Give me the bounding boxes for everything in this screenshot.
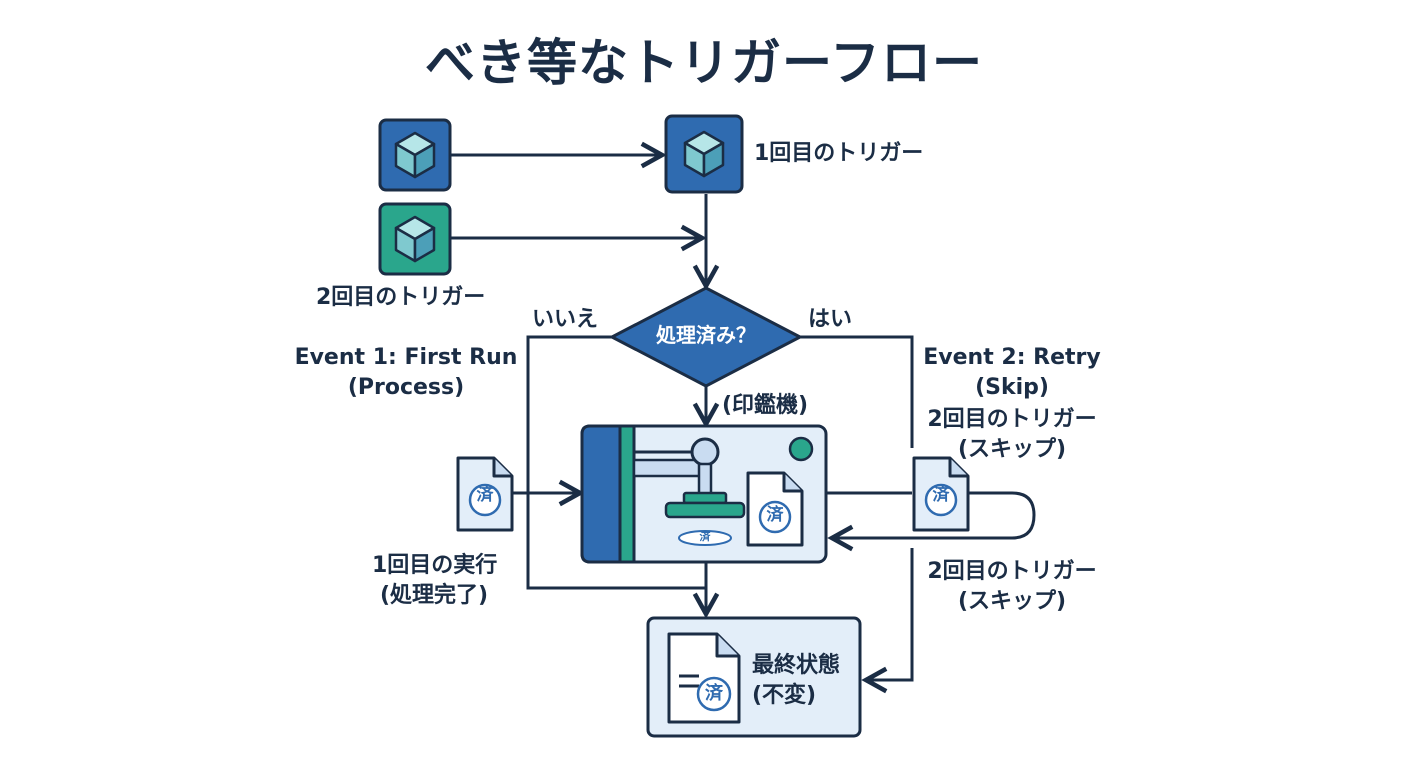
event2-line2: (Skip) bbox=[975, 375, 1049, 400]
stamp-mark-machine-print: 済 bbox=[699, 530, 711, 543]
event2-line1: Event 2: Retry bbox=[923, 345, 1101, 370]
event1-line1: Event 1: First Run bbox=[294, 345, 518, 370]
label-final-2: (不変) bbox=[752, 683, 817, 708]
label-first-exec-1: 1回目の実行 bbox=[372, 553, 498, 578]
path-no-branch bbox=[526, 335, 706, 590]
label-second-skip-1: 2回目のトリガー bbox=[927, 559, 1097, 584]
page-title: べき等なトリガーフロー bbox=[425, 34, 983, 92]
label-trigger-1: 1回目のトリガー bbox=[754, 141, 924, 166]
label-final-1: 最終状態 bbox=[752, 653, 841, 678]
trigger-icon-main bbox=[664, 114, 744, 194]
label-yes-branch: はい bbox=[808, 307, 853, 332]
event2-line4: (スキップ) bbox=[957, 437, 1067, 462]
label-first-exec-2: (処理完了) bbox=[380, 583, 489, 608]
decision-label: 処理済み？ bbox=[656, 323, 756, 347]
path-yes-branch bbox=[800, 335, 914, 448]
event2-line3: 2回目のトリガー bbox=[927, 407, 1097, 432]
stamp-mark-machine-doc: 済 bbox=[766, 505, 784, 525]
event1-line2: (Process) bbox=[347, 375, 465, 400]
label-stamper: (印鑑機) bbox=[722, 393, 809, 418]
stamper-machine bbox=[580, 424, 828, 564]
trigger-icon-b bbox=[378, 202, 452, 276]
trigger-icon-a bbox=[378, 118, 452, 192]
connectors bbox=[450, 155, 1036, 680]
stamp-mark-retry: 済 bbox=[932, 485, 950, 505]
label-second-skip-2: (スキップ) bbox=[957, 589, 1067, 614]
decision-diamond bbox=[610, 286, 802, 388]
label-trigger-2: 2回目のトリガー bbox=[316, 285, 486, 310]
loop-retry bbox=[832, 491, 1036, 538]
stamp-mark-input: 済 bbox=[476, 485, 494, 505]
path-skip-to-final bbox=[866, 548, 914, 680]
stamp-mark-final: 済 bbox=[705, 683, 723, 704]
label-no-branch: いいえ bbox=[532, 307, 599, 332]
final-state-box bbox=[646, 616, 862, 738]
